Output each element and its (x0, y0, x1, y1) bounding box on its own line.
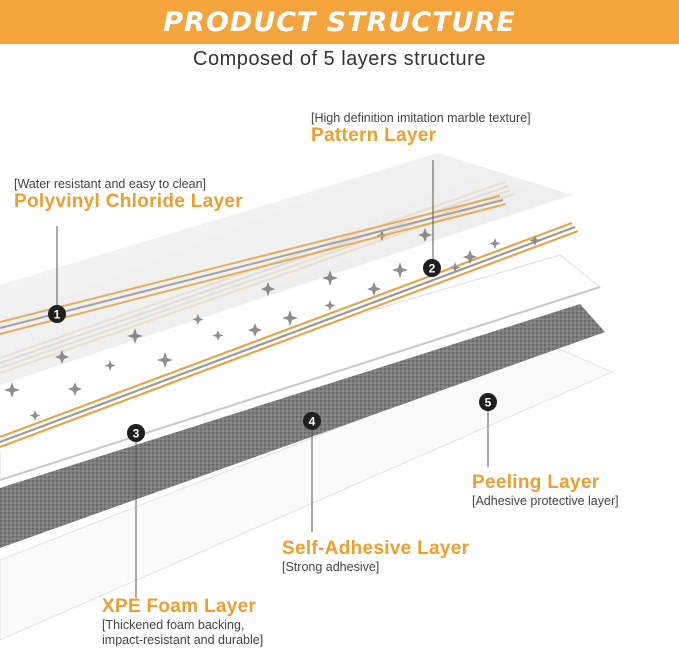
xpe-foam-layer-description-line-1: [Thickened foam backing, (102, 618, 245, 632)
badge-5-number: 5 (485, 396, 492, 410)
page-title: PRODUCT STRUCTURE (163, 6, 516, 38)
label-xpe-foam-layer: XPE Foam Layer [Thickened foam backing, … (102, 596, 263, 648)
pvc-layer-sheet (0, 153, 572, 385)
pattern-layer-name: Pattern Layer (311, 125, 437, 146)
badge-2-number: 2 (429, 262, 436, 276)
self-adhesive-layer-sheet (0, 304, 605, 548)
pvc-stripes (0, 195, 507, 335)
peeling-layer-description: [Adhesive protective layer] (472, 494, 619, 508)
self-adhesive-layer-name: Self-Adhesive Layer (282, 538, 470, 559)
badge-4-number: 4 (309, 415, 316, 429)
label-pattern-layer: [High definition imitation marble textur… (311, 111, 531, 147)
xpe-foam-layer-name: XPE Foam Layer (102, 596, 257, 617)
page-subtitle: Composed of 5 layers structure (193, 48, 486, 70)
label-pvc-layer: [Water resistant and easy to clean] Poly… (14, 177, 243, 213)
badge-3: 3 (127, 424, 145, 442)
marble-sparkles (4, 235, 541, 421)
pattern-layer-description: [High definition imitation marble textur… (311, 111, 531, 125)
peeling-layer-name: Peeling Layer (472, 472, 600, 493)
label-peeling-layer: Peeling Layer [Adhesive protective layer… (472, 472, 619, 508)
label-self-adhesive-layer: Self-Adhesive Layer [Strong adhesive] (282, 538, 469, 574)
pvc-layer-name: Polyvinyl Chloride Layer (14, 191, 243, 212)
pvc-layer-description: [Water resistant and easy to clean] (14, 177, 206, 191)
header-banner: PRODUCT STRUCTURE (0, 0, 679, 44)
badge-5: 5 (479, 393, 497, 411)
badge-2: 2 (423, 259, 441, 277)
badge-1: 1 (48, 305, 66, 323)
self-adhesive-layer-description: [Strong adhesive] (282, 560, 380, 574)
badge-4: 4 (303, 412, 321, 430)
badge-1-number: 1 (54, 308, 61, 322)
badge-3-number: 3 (133, 427, 140, 441)
xpe-foam-layer-description-line-2: impact-resistant and durable] (102, 633, 264, 647)
